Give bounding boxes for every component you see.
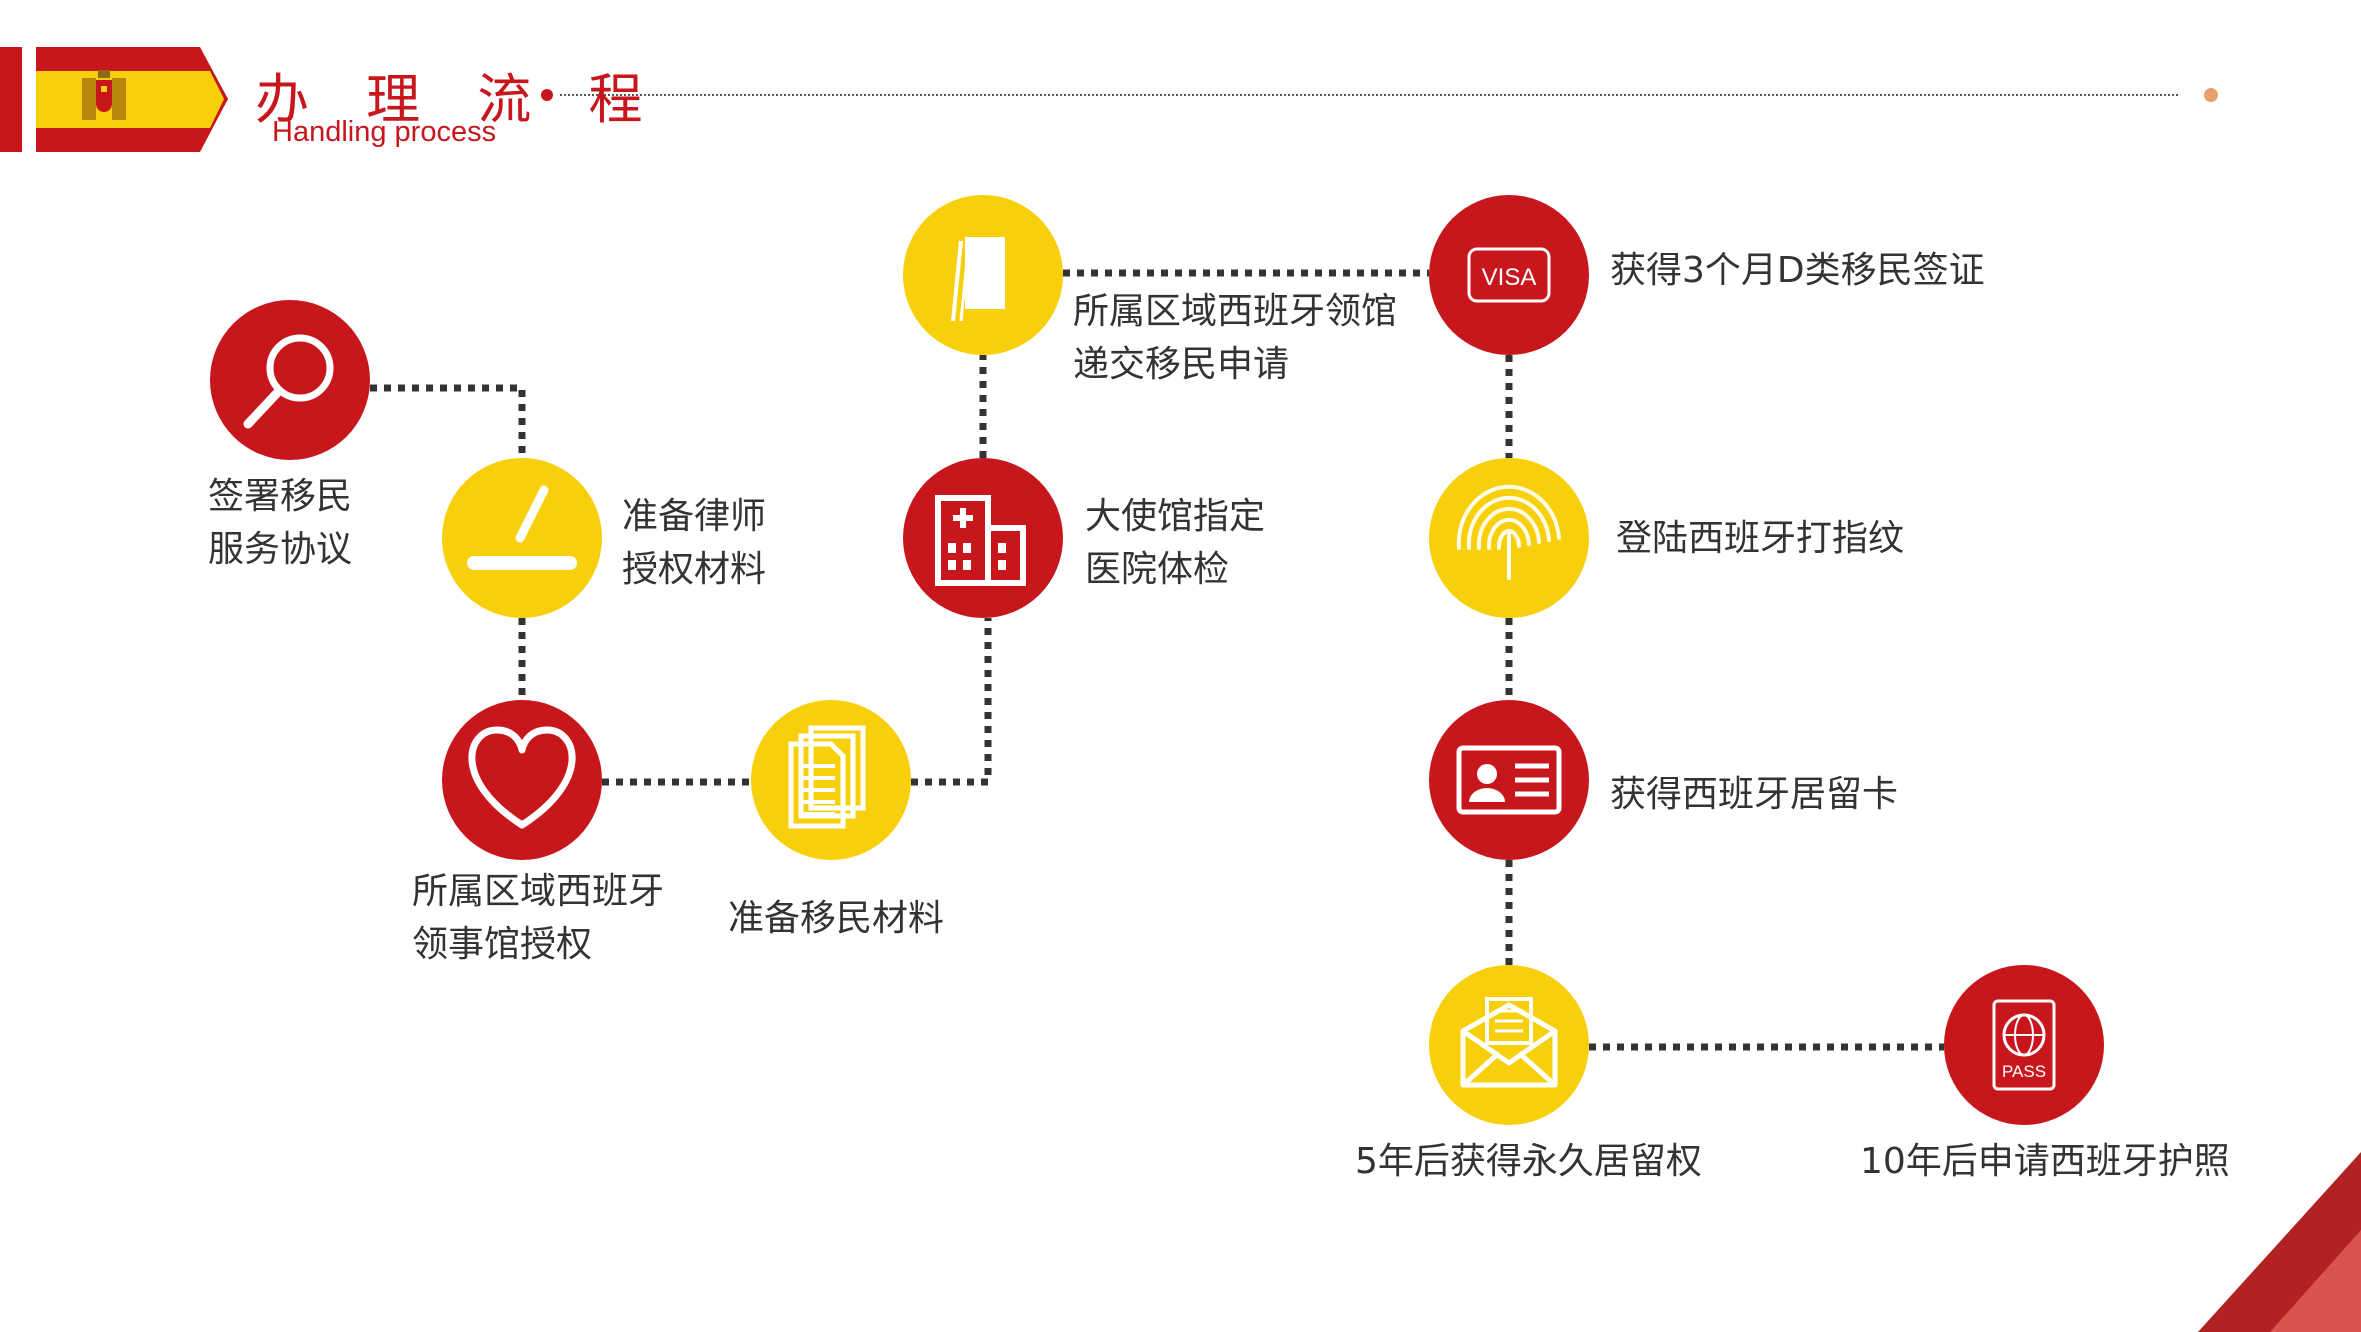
step-node-6 — [903, 195, 1063, 355]
header-dot-right — [2204, 88, 2218, 102]
step-label-line: 获得西班牙居留卡 — [1610, 774, 1899, 815]
step-label-10: 5年后获得永久居留权 — [1355, 1135, 1702, 1188]
pen-icon — [467, 485, 577, 570]
coat-of-arms-icon — [82, 70, 126, 120]
step-node-5 — [903, 458, 1063, 618]
fingerprint-icon — [1456, 484, 1561, 580]
step-label-line: 服务协议 — [208, 529, 353, 570]
step-label-line: 所属区域西班牙 — [412, 871, 665, 912]
step-label-line: 准备移民材料 — [728, 898, 945, 939]
id-card-icon — [1456, 745, 1562, 815]
step-circle-11 — [1944, 965, 2104, 1125]
header-dot-left — [541, 89, 553, 101]
hospital-icon — [935, 495, 1026, 586]
step-label-1: 签署移民服务协议 — [208, 470, 352, 576]
step-node-8 — [1429, 458, 1589, 618]
connector-1 — [370, 384, 526, 458]
svg-text:VISA: VISA — [1482, 264, 1537, 291]
step-label-6: 所属区域西班牙领馆递交移民申请 — [1073, 285, 1397, 391]
step-node-2 — [442, 458, 602, 618]
step-label-line: 授权材料 — [622, 549, 767, 590]
step-label-4: 准备移民材料 — [728, 892, 944, 945]
visa-icon: VISA — [1467, 247, 1551, 303]
step-node-11: PASS — [1944, 965, 2104, 1125]
passport-icon: PASS — [1992, 999, 2056, 1091]
step-label-line: 医院体检 — [1085, 549, 1230, 590]
step-node-9 — [1429, 700, 1589, 860]
step-circle-1 — [210, 300, 370, 460]
step-label-line: 登陆西班牙打指纹 — [1616, 518, 1905, 559]
step-node-4 — [751, 700, 911, 860]
step-node-1 — [210, 300, 370, 460]
envelope-icon — [1460, 997, 1558, 1088]
step-label-line: 领事馆授权 — [412, 924, 593, 965]
step-label-7: 获得3个月D类移民签证 — [1610, 244, 1985, 297]
documents-icon — [788, 725, 866, 829]
step-label-9: 获得西班牙居留卡 — [1610, 768, 1898, 821]
step-label-line: 10年后申请西班牙护照 — [1860, 1141, 2230, 1182]
step-label-line: 准备律师 — [622, 496, 767, 537]
step-label-2: 准备律师授权材料 — [622, 490, 766, 596]
step-label-line: 签署移民 — [208, 476, 353, 517]
corner-accent-light — [2270, 1230, 2361, 1332]
step-label-3: 所属区域西班牙领事馆授权 — [412, 865, 664, 971]
step-node-10 — [1429, 965, 1589, 1125]
step-node-7: VISA — [1429, 195, 1589, 355]
step-label-8: 登陆西班牙打指纹 — [1616, 512, 1904, 565]
step-label-line: 获得3个月D类移民签证 — [1610, 250, 1985, 291]
page-title: 办 理 流 程 — [255, 68, 663, 131]
connector-4 — [911, 618, 992, 786]
step-label-line: 递交移民申请 — [1073, 344, 1290, 385]
page-subtitle: Handling process — [272, 116, 497, 148]
step-label-11: 10年后申请西班牙护照 — [1860, 1135, 2230, 1188]
step-label-line: 5年后获得永久居留权 — [1355, 1141, 1702, 1182]
folder-icon — [951, 237, 1005, 322]
step-label-line: 所属区域西班牙领馆 — [1073, 291, 1398, 332]
step-node-3 — [442, 700, 602, 860]
svg-text:PASS: PASS — [2002, 1062, 2046, 1081]
heart-icon — [468, 726, 576, 829]
step-circle-9 — [1429, 700, 1589, 860]
step-circle-3 — [442, 700, 602, 860]
left-accent-bar — [0, 47, 22, 152]
step-label-5: 大使馆指定医院体检 — [1085, 490, 1265, 596]
step-circle-5 — [903, 458, 1063, 618]
step-circle-7 — [1429, 195, 1589, 355]
step-label-line: 大使馆指定 — [1085, 496, 1266, 537]
magnifier-icon — [243, 334, 334, 429]
